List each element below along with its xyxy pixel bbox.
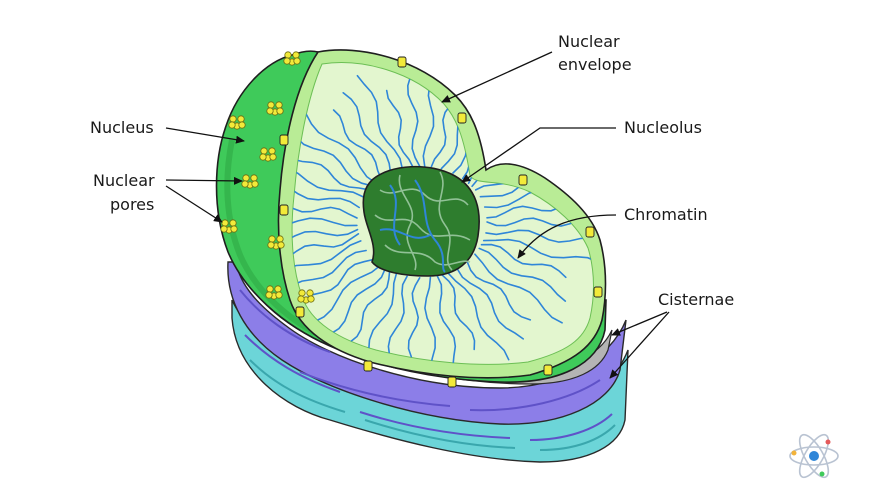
chromatin-strand bbox=[292, 217, 358, 227]
chromatin-strand bbox=[406, 75, 421, 167]
nuclear-envelope-label-line2: envelope bbox=[558, 55, 632, 74]
nuclear-pores-label-line2: pores bbox=[110, 195, 154, 214]
cisterna-purple bbox=[227, 261, 627, 425]
chromatin-strand bbox=[356, 74, 404, 170]
chromatin-strand bbox=[456, 268, 524, 340]
nuclear-pore-rim bbox=[295, 306, 305, 318]
nuclear-pore-rim bbox=[593, 286, 603, 298]
chromatin-strand bbox=[485, 229, 592, 243]
nuclear-pore bbox=[297, 289, 315, 304]
chromatin-strand bbox=[292, 233, 360, 261]
nuclear-pore bbox=[267, 235, 285, 250]
nuclear-pore bbox=[220, 219, 238, 234]
atom-icon bbox=[789, 433, 839, 479]
nucleus-pointer bbox=[165, 127, 245, 144]
chromatin-strand bbox=[407, 277, 421, 358]
nuclear-pore-rim bbox=[363, 360, 373, 372]
chromatin-strand bbox=[349, 269, 391, 343]
chromatin-strand bbox=[387, 275, 408, 365]
label-nucleus: Nucleus bbox=[90, 118, 245, 144]
label-nucleolus: Nucleolus bbox=[461, 118, 702, 183]
chromatin-strand bbox=[482, 238, 594, 263]
nuclear-pores-label-line1: Nuclear bbox=[93, 171, 155, 190]
nuclear-envelope-pointer bbox=[441, 51, 553, 103]
label-nuclear-envelope: Nuclear envelope bbox=[441, 32, 632, 103]
chromatin-strand bbox=[292, 199, 358, 219]
cisternae-pointer-1 bbox=[611, 311, 668, 336]
chromatin-strand bbox=[299, 104, 377, 184]
nuclear-pores-pointer-2 bbox=[165, 185, 223, 223]
chromatin-strand bbox=[292, 128, 373, 187]
chromatin-strand bbox=[292, 182, 360, 209]
cisternae-label: Cisternae bbox=[658, 290, 734, 309]
chromatin-strand bbox=[474, 253, 563, 324]
nuclear-pore-rim bbox=[279, 204, 289, 216]
chromatin-strand bbox=[332, 109, 382, 180]
label-nuclear-pores: Nuclear pores bbox=[93, 171, 243, 223]
chromatin-strand bbox=[292, 153, 370, 191]
nucleus-label: Nucleus bbox=[90, 118, 154, 137]
chromatin-strand bbox=[466, 261, 532, 321]
chromatin-strand bbox=[292, 249, 367, 301]
nucleolus bbox=[362, 165, 480, 277]
label-cisternae: Cisternae bbox=[609, 290, 734, 379]
chromatin-pointer bbox=[517, 214, 617, 259]
nuclear-pore-rim bbox=[518, 174, 528, 186]
nuclear-pore bbox=[266, 101, 284, 116]
cisternae-pointer-2 bbox=[609, 311, 670, 379]
chromatin-label: Chromatin bbox=[624, 205, 708, 224]
nuclear-pore-rim bbox=[447, 376, 457, 388]
chromatin-strand bbox=[441, 274, 476, 351]
chromatin-strand bbox=[478, 247, 567, 302]
chromatin-strand bbox=[447, 272, 510, 361]
nuclear-pore bbox=[259, 147, 277, 162]
nuclear-pores-pointer-1 bbox=[165, 176, 243, 185]
chromatin-strand bbox=[385, 89, 414, 168]
nuclear-pore-rim bbox=[397, 56, 407, 68]
nuclear-pore-rim bbox=[585, 226, 595, 238]
nucleolus-pointer bbox=[461, 127, 616, 183]
nuclear-pore bbox=[228, 115, 246, 130]
nucleolus-label: Nucleolus bbox=[624, 118, 702, 137]
label-chromatin: Chromatin bbox=[517, 205, 708, 259]
chromatin-strand bbox=[292, 240, 362, 289]
chromatin-strand bbox=[292, 162, 365, 198]
nuclear-pore-rim bbox=[279, 134, 289, 146]
chromatin-strand bbox=[292, 228, 359, 245]
nuclear-envelope-label-line1: Nuclear bbox=[558, 32, 620, 51]
nuclear-pore-rim bbox=[457, 112, 467, 124]
nuclear-pore bbox=[265, 285, 283, 300]
nuclear-pore-rim bbox=[543, 364, 553, 376]
chromatin-strand bbox=[436, 275, 457, 365]
chromatin-strand bbox=[486, 217, 581, 227]
chromatin-strand bbox=[342, 92, 392, 174]
nuclear-pore bbox=[283, 51, 301, 66]
chromatin-strand bbox=[480, 243, 567, 279]
chromatin-strand bbox=[320, 267, 387, 341]
